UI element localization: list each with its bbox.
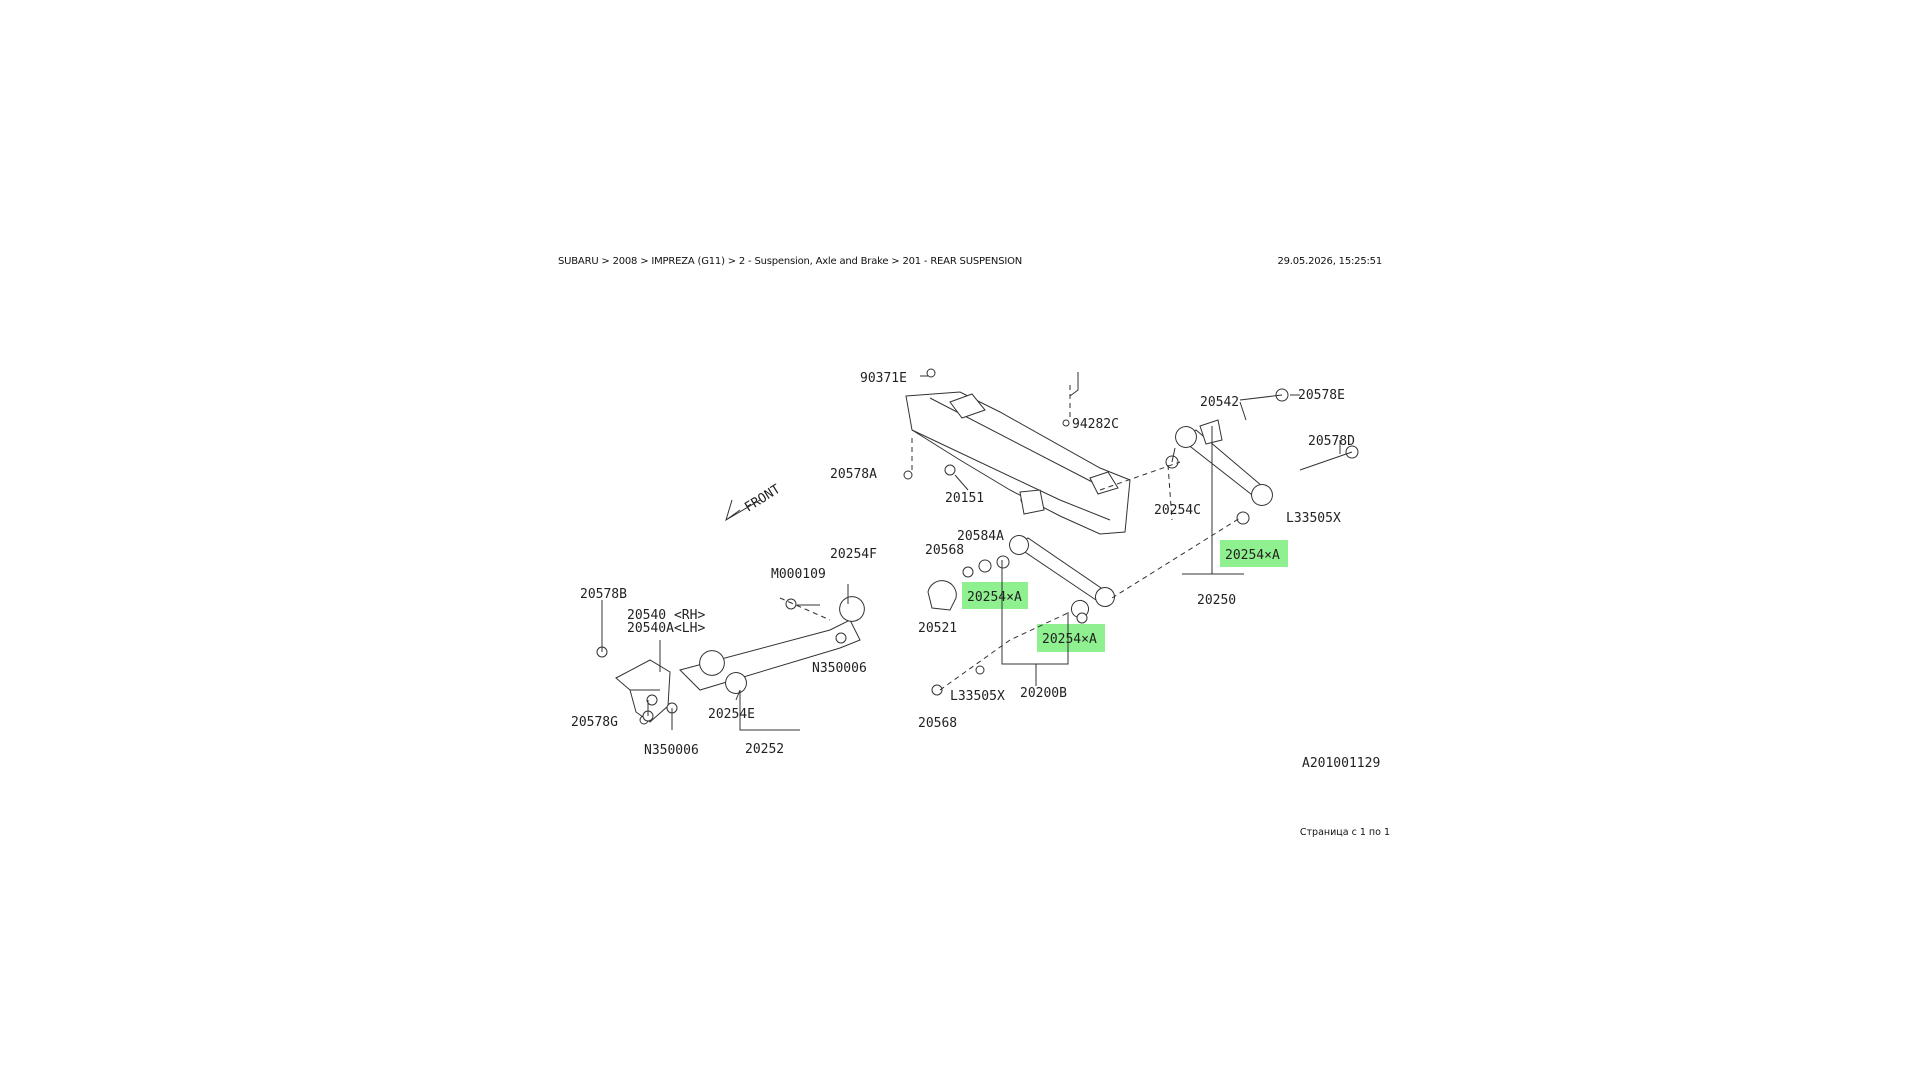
label-94282c: 94282C [1072,417,1119,432]
page-info: Страница с 1 по 1 [1299,827,1390,838]
highlight-20254a-right [1220,540,1288,567]
front-arrow-icon [725,499,761,522]
label-n350006-left: N350006 [644,743,699,758]
label-20578d: 20578D [1308,434,1355,449]
label-20578a: 20578A [830,467,877,482]
label-20254c: 20254C [1154,503,1201,518]
label-20578g: 20578G [571,715,618,730]
label-20521: 20521 [918,621,957,636]
trailing-link-20252 [679,596,865,694]
label-20254a-lower: 20254×A [1042,632,1097,647]
label-20250: 20250 [1197,593,1236,608]
label-90371e: 90371E [860,371,907,386]
label-m000109: M000109 [771,567,826,582]
label-20584a: 20584A [957,529,1004,544]
label-l33505x-bottom: L33505X [950,689,1005,704]
figure-code: A201001129 [1302,756,1380,771]
crossmember-20151 [905,391,1131,535]
label-20542: 20542 [1200,395,1239,410]
breadcrumb: SUBARU > 2008 > IMPREZA (G11) > 2 - Susp… [558,256,1023,267]
label-front: FRONT [742,482,783,516]
label-20540a-lh: 20540A<LH> [627,621,705,636]
label-20254f: 20254F [830,547,877,562]
highlight-20254a-lower [1037,624,1105,652]
label-20578b: 20578B [580,587,627,602]
label-l33505x-right: L33505X [1286,511,1341,526]
leader-lines [601,372,1341,731]
label-20578e: 20578E [1298,388,1345,403]
label-20151: 20151 [945,491,984,506]
label-n350006-right: N350006 [812,661,867,676]
label-20568-top: 20568 [925,543,964,558]
upper-arm-20250 [1175,419,1273,506]
label-20254a-middle: 20254×A [967,590,1022,605]
label-20200b: 20200B [1020,686,1067,701]
label-20254a-right: 20254×A [1225,548,1280,563]
part-labels: 90371E 94282C 20578A 20151 20542 20578E … [571,371,1380,771]
bracket-20540 [615,659,671,725]
label-20252: 20252 [745,742,784,757]
print-timestamp: 29.05.2026, 15:25:51 [1277,256,1382,267]
label-20254e: 20254E [708,707,755,722]
label-20568-bottom: 20568 [918,716,957,731]
label-20540-rh: 20540 <RH> [627,608,705,623]
highlight-20254a-middle [962,582,1028,609]
